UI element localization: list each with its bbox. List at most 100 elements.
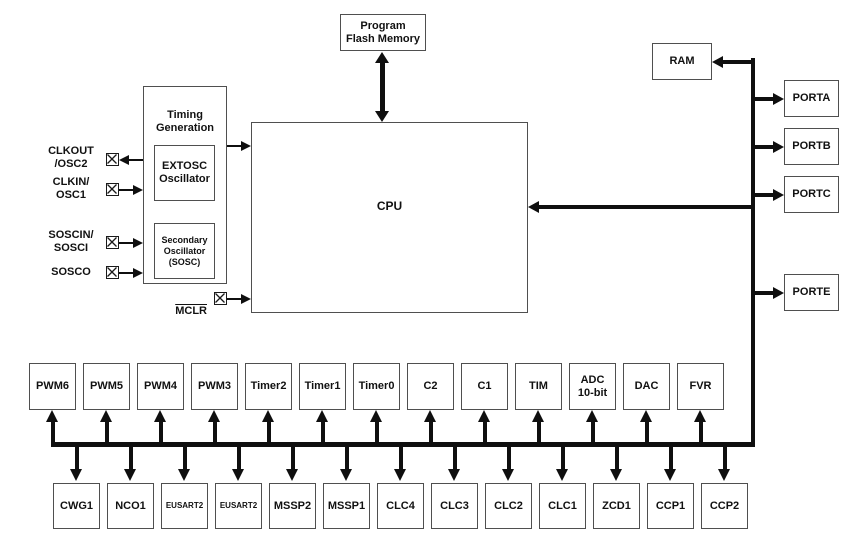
pin-clkout-osc2 [106,153,119,166]
bus-up-arrow-head-pwm3 [208,410,220,422]
block-c1: C1 [461,363,508,410]
arrow-clkin-head [133,184,143,195]
arrow-bus-porta-head [773,92,784,105]
bus-vertical [751,58,755,447]
block-mssp1-5: MSSP1 [323,483,370,529]
pin-label-sosco: SOSCO [51,266,91,278]
pin-x-icon [215,293,225,303]
pin-label-soscin-sosci: SOSCIN/ SOSCI [48,229,94,254]
pin-x-icon [107,184,117,194]
bus-up-arrow-shaft-dac [644,420,649,444]
arrow-soscin-head [133,237,143,248]
bus-up-arrow-head-dac [640,410,652,422]
block-fvr: FVR [677,363,724,410]
block-mssp2-4: MSSP2 [269,483,316,529]
bus-up-arrow-shaft-timer1 [320,420,325,444]
bus-down-arrow-head-cwg1-0 [70,469,82,481]
arrow-bus-ram-shaft [722,59,755,64]
arrow-flash-cpu-up-head [375,52,389,63]
arrow-mclr-shaft [227,297,242,300]
block-adc-10-bit: ADC 10-bit [569,363,616,410]
bus-down-arrow-head-ccp2-12 [718,469,730,481]
block-extosc-oscillator: EXTOSC Oscillator [154,145,215,201]
arrow-sosco-head [133,267,143,278]
bus-down-arrow-shaft-eusart2-3 [236,446,241,470]
arrow-timing-cpu-shaft [227,145,242,147]
pin-label-clkin-osc1: CLKIN/ OSC1 [52,176,90,201]
block-ccp2-12: CCP2 [701,483,748,529]
block-timer2: Timer2 [245,363,292,410]
arrow-bus-cpu-head [528,201,539,213]
bus-horizontal [51,442,755,447]
block-pwm3: PWM3 [191,363,238,410]
bus-up-arrow-shaft-pwm3 [212,420,217,444]
block-clc1-9: CLC1 [539,483,586,529]
arrow-sosco-shaft [119,271,134,274]
pin-sosco [106,266,119,279]
block-portb: PORTB [784,128,839,165]
bus-down-arrow-head-eusart2-2 [178,469,190,481]
arrow-bus-portc-head [773,188,784,201]
pin-label-mclr: MCLR [150,292,207,318]
bus-up-arrow-head-pwm6 [46,410,58,422]
bus-down-arrow-head-eusart2-3 [232,469,244,481]
bus-down-arrow-shaft-cwg1-0 [74,446,79,470]
arrow-bus-portb-shaft [755,144,774,149]
bus-down-arrow-shaft-eusart2-2 [182,446,187,470]
bus-down-arrow-head-clc1-9 [556,469,568,481]
arrow-bus-portc-shaft [755,192,774,197]
arrow-flash-cpu-down-head [375,111,389,122]
bus-up-arrow-head-fvr [694,410,706,422]
block-portc: PORTC [784,176,839,213]
bus-down-arrow-head-clc2-8 [502,469,514,481]
bus-up-arrow-head-timer0 [370,410,382,422]
arrow-clkin-shaft [119,188,134,191]
bus-up-arrow-head-timer2 [262,410,274,422]
bus-up-arrow-head-adc-10-bit [586,410,598,422]
bus-down-arrow-shaft-ccp2-12 [722,446,727,470]
pin-x-icon [107,237,117,247]
bus-up-arrow-head-tim [532,410,544,422]
block-ccp1-11: CCP1 [647,483,694,529]
bus-up-arrow-head-timer1 [316,410,328,422]
pin-mclr [214,292,227,305]
arrow-bus-ram-head [712,55,723,68]
block-pwm5: PWM5 [83,363,130,410]
bus-down-arrow-head-mssp1-5 [340,469,352,481]
arrow-clkout-head [119,154,129,165]
timing-generation-label: Timing Generation [155,109,215,134]
block-nco1-1: NCO1 [107,483,154,529]
bus-down-arrow-shaft-clc2-8 [506,446,511,470]
cpu-label: CPU [376,199,403,213]
bus-up-arrow-head-pwm5 [100,410,112,422]
block-cpu: CPU [251,122,528,313]
bus-up-arrow-shaft-tim [536,420,541,444]
block-clc4-6: CLC4 [377,483,424,529]
pin-clkin-osc1 [106,183,119,196]
arrow-clkout-shaft [128,158,143,161]
block-eusart2-3: EUSART2 [215,483,262,529]
block-dac: DAC [623,363,670,410]
block-pwm6: PWM6 [29,363,76,410]
block-timer0: Timer0 [353,363,400,410]
block-clc3-7: CLC3 [431,483,478,529]
arrow-flash-cpu-shaft [379,61,385,113]
arrow-bus-porte-shaft [755,290,774,295]
bus-up-arrow-shaft-pwm4 [158,420,163,444]
bus-down-arrow-shaft-mssp2-4 [290,446,295,470]
bus-down-arrow-head-clc4-6 [394,469,406,481]
bus-up-arrow-head-c1 [478,410,490,422]
bus-down-arrow-shaft-ccp1-11 [668,446,673,470]
bus-down-arrow-head-zcd1-10 [610,469,622,481]
block-porte: PORTE [784,274,839,311]
arrow-bus-porte-head [773,286,784,299]
bus-up-arrow-shaft-c2 [428,420,433,444]
bus-down-arrow-shaft-clc4-6 [398,446,403,470]
block-porta: PORTA [784,80,839,117]
bus-up-arrow-shaft-timer0 [374,420,379,444]
bus-up-arrow-head-c2 [424,410,436,422]
bus-down-arrow-shaft-clc1-9 [560,446,565,470]
block-secondary-oscillator-sosc: Secondary Oscillator (SOSC) [154,223,215,279]
bus-down-arrow-head-mssp2-4 [286,469,298,481]
block-pwm4: PWM4 [137,363,184,410]
